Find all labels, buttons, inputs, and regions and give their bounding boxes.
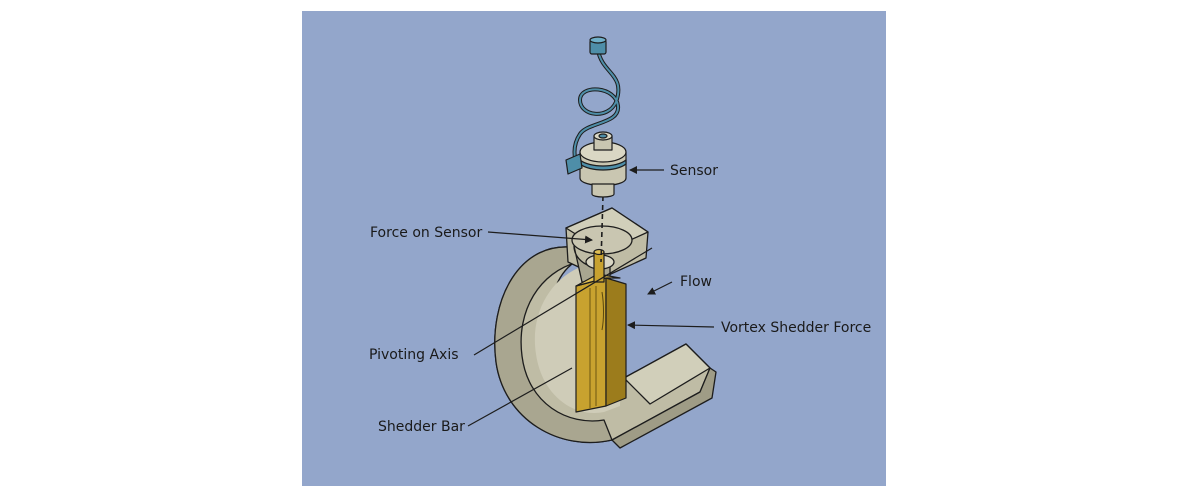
pivoting-axis-label: Pivoting Axis xyxy=(369,347,459,363)
shedder-bar-leader xyxy=(467,367,573,427)
force-on-sensor-leader xyxy=(487,231,593,244)
sensor-assembly xyxy=(565,36,627,198)
force-on-sensor-label: Force on Sensor xyxy=(370,225,482,241)
vortex-shedder-force-label: Vortex Shedder Force xyxy=(721,320,871,336)
vortex-shedder-force-leader xyxy=(627,321,715,330)
alignment-dashed-line xyxy=(600,195,604,263)
leader-lines xyxy=(467,166,715,427)
flow-label: Flow xyxy=(680,274,712,290)
pivoting-axis-line xyxy=(473,247,653,356)
flow-arrow xyxy=(647,281,673,295)
meter-body xyxy=(494,207,717,449)
shedder-bar-label: Shedder Bar xyxy=(378,419,465,435)
sensor-label: Sensor xyxy=(670,163,718,179)
shedder-bar xyxy=(575,248,627,413)
